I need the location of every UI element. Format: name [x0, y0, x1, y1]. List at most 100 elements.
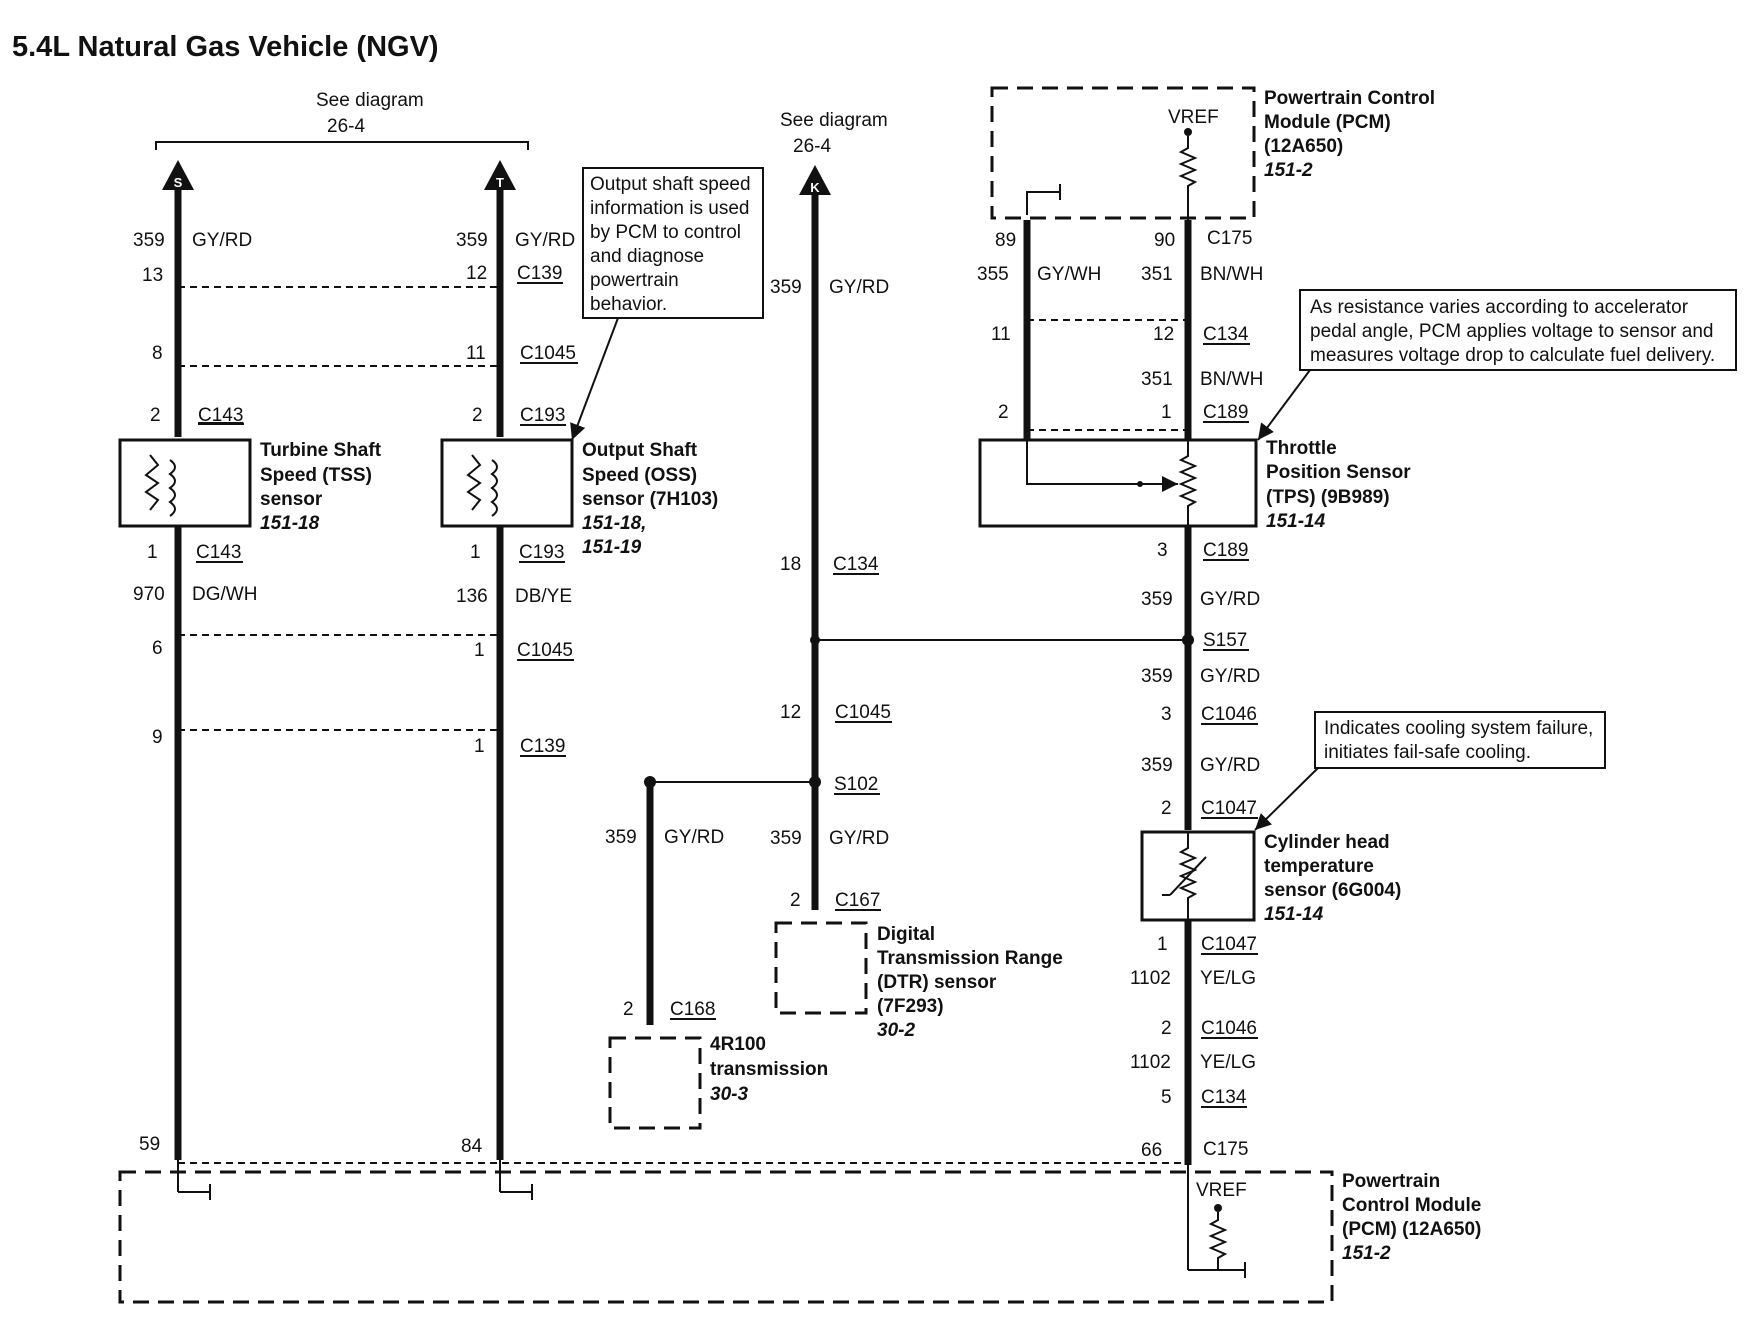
- pcm-top-ref: 151-2: [1264, 160, 1313, 181]
- wire-color: GY/WH: [1037, 264, 1101, 285]
- circuit-number: 1102: [1130, 968, 1171, 989]
- see-diagram-label-2: See diagram: [780, 110, 888, 131]
- pin-number: 5: [1161, 1087, 1172, 1108]
- tps-sensor-label: Throttle: [1266, 438, 1337, 459]
- oss-sensor-box: [440, 438, 574, 528]
- circuit-number: 359: [605, 827, 637, 848]
- wire-color: BN/WH: [1200, 369, 1263, 390]
- wire-color: GY/RD: [192, 230, 252, 251]
- connector-id: C193: [520, 405, 565, 426]
- circuit-number: 359: [456, 230, 488, 251]
- tps-sensor-ref: 151-14: [1266, 511, 1326, 532]
- connector-id: C175: [1203, 1139, 1248, 1160]
- connector-id: C189: [1203, 540, 1248, 561]
- oss-note-text: powertrain: [590, 270, 679, 291]
- splice-s157-dot: [1182, 634, 1194, 646]
- thermistor-symbol: [1162, 832, 1207, 920]
- pin-number: 84: [461, 1136, 483, 1157]
- tps-note-text: pedal angle, PCM applies voltage to sens…: [1310, 321, 1713, 342]
- connector-id: C139: [520, 736, 565, 757]
- circuit-number: 136: [456, 586, 488, 607]
- pcm-bottom: VREF Powertrain Control Module (PCM) (12…: [118, 1165, 1481, 1304]
- pin-number: 1: [474, 736, 485, 757]
- connector-id: C168: [670, 999, 715, 1020]
- vref-label: VREF: [1196, 1180, 1247, 1201]
- pin-number: 8: [152, 343, 163, 364]
- connector-id: C1047: [1201, 934, 1257, 955]
- pin-number: 11: [466, 343, 486, 364]
- see-diagram-ref: 26-4: [327, 116, 365, 137]
- connector-id: C134: [1203, 324, 1249, 345]
- tss-circuit: S 359 GY/RD 13 8 2 C143 Turbine Shaft Sp…: [118, 160, 500, 1200]
- pin-number: 59: [139, 1134, 160, 1155]
- dtr-sensor-box: [774, 921, 868, 1015]
- oss-note-text: by PCM to control: [590, 222, 741, 243]
- see-diagram-label: See diagram: [316, 90, 424, 111]
- tps-note-pointer: [1257, 369, 1311, 441]
- see-diagram-ref-2: 26-4: [793, 136, 831, 157]
- dtr-circuit: K 359 GY/RD 18 C134 12 C1045 S102 359 GY…: [605, 165, 1183, 1130]
- circuit-number: 351: [1141, 369, 1173, 390]
- pin-number: 1: [147, 542, 158, 563]
- wire-color: BN/WH: [1200, 264, 1263, 285]
- pcm-ground-stub: [1026, 191, 1060, 215]
- cht-sensor-label: sensor (6G004): [1264, 880, 1401, 901]
- connector-t-arrow: [484, 160, 516, 190]
- pin-number: 2: [150, 405, 161, 426]
- oss-note-text: and diagnose: [590, 246, 704, 267]
- pin-number: 2: [1161, 1018, 1172, 1039]
- cht-note-pointer: [1254, 767, 1319, 831]
- pin-number: 2: [998, 402, 1009, 423]
- dtr-sensor-label: Transmission Range: [877, 948, 1063, 969]
- page-title: 5.4L Natural Gas Vehicle (NGV): [12, 31, 439, 63]
- vref-resistor: [1208, 1212, 1228, 1270]
- tps-note-text: As resistance varies according to accele…: [1310, 297, 1689, 318]
- tss-sensor-label: Turbine Shaft: [260, 440, 382, 461]
- connector-id: C139: [517, 263, 562, 284]
- pcm-bottom-ref: 151-2: [1342, 1243, 1391, 1264]
- tps-note-box: [1299, 289, 1737, 371]
- tps-sensor-label: (TPS) (9B989): [1266, 487, 1390, 508]
- wire-color: DB/YE: [515, 586, 572, 607]
- pcm-top-label: Powertrain Control: [1264, 88, 1435, 109]
- wire-color: GY/RD: [1200, 589, 1260, 610]
- circuit-number: 359: [1141, 589, 1173, 610]
- wire-color: GY/RD: [664, 827, 724, 848]
- pin-number: 1: [1161, 402, 1172, 423]
- oss-circuit: T 359 GY/RD 12 C139 11 C1045 2 C193 Outp…: [440, 160, 764, 1200]
- tps-note-text: measures voltage drop to calculate fuel …: [1310, 345, 1715, 366]
- oss-sensor-label: Output Shaft: [582, 440, 698, 461]
- vref-resistor: [1178, 136, 1198, 220]
- circuit-number: 359: [770, 828, 802, 849]
- connector-id: C189: [1203, 402, 1248, 423]
- connector-k-letter: K: [810, 180, 820, 195]
- pin-number: 12: [466, 263, 487, 284]
- pcm-bottom-label: (PCM) (12A650): [1342, 1219, 1481, 1240]
- oss-sensor-ref: 151-18,: [582, 513, 646, 534]
- wire-color: GY/RD: [1200, 755, 1260, 776]
- oss-sensor-label: sensor (7H103): [582, 489, 718, 510]
- wire-color: YE/LG: [1200, 1052, 1256, 1073]
- wire-color: GY/RD: [829, 277, 889, 298]
- oss-note-box: [582, 167, 764, 319]
- cht-note-box: [1314, 711, 1606, 769]
- connector-id: C1047: [1201, 798, 1257, 819]
- pin-number: 66: [1141, 1140, 1162, 1161]
- tps-potentiometer-symbol: [1026, 440, 1198, 526]
- tss-sensor-symbol: [144, 454, 176, 517]
- wire-color: GY/RD: [515, 230, 575, 251]
- wire-color: DG/WH: [192, 584, 257, 605]
- circuit-number: 359: [1141, 755, 1173, 776]
- tps-sensor-label: Position Sensor: [1266, 462, 1411, 483]
- wire-color: YE/LG: [1200, 968, 1256, 989]
- circuit-number: 1102: [1130, 1052, 1171, 1073]
- circuit-number: 359: [1141, 666, 1173, 687]
- splice-id: S102: [834, 774, 878, 795]
- tps-circuit: 89 90 C175 355 GY/WH 351 BN/WH 11 12 C13…: [977, 220, 1737, 1165]
- tss-sensor-ref: 151-18: [260, 513, 320, 534]
- connector-id: C1045: [517, 640, 573, 661]
- circuit-number: 351: [1141, 264, 1173, 285]
- cht-sensor-label: temperature: [1264, 856, 1374, 877]
- transmission-box: [608, 1036, 702, 1130]
